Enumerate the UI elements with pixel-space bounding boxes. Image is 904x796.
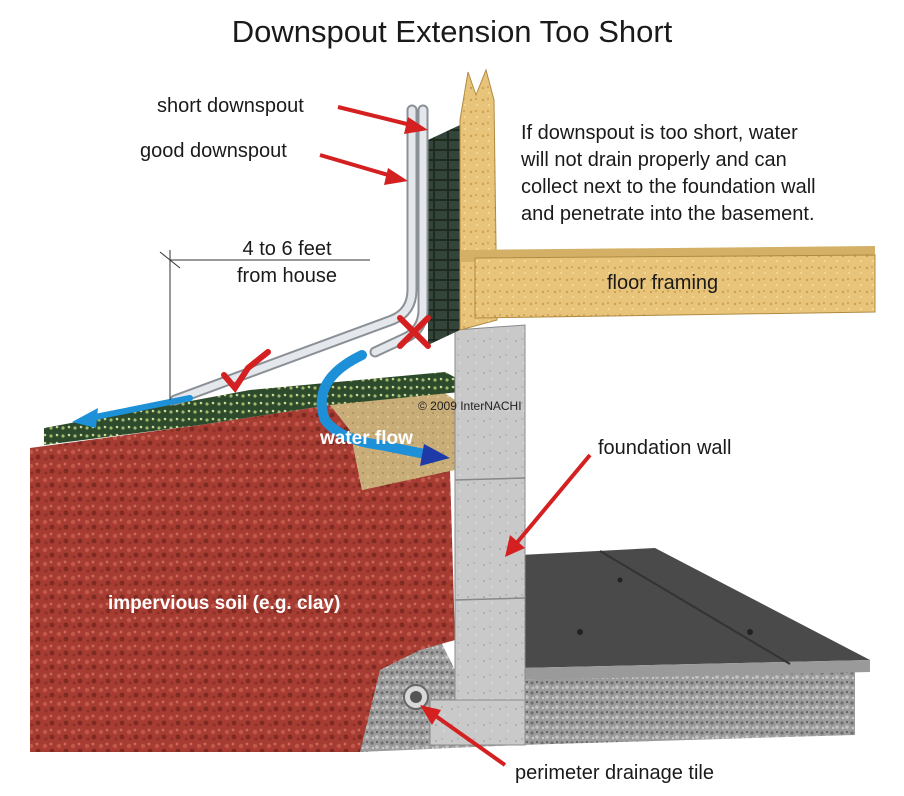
good-downspout-label: good downspout — [140, 140, 287, 162]
short-downspout-label: short downspout — [157, 95, 304, 117]
note-line: collect next to the foundation wall — [521, 176, 816, 198]
note-line: and penetrate into the basement. — [521, 203, 815, 225]
check-mark-icon — [221, 349, 271, 394]
note-line: will not drain properly and can — [521, 149, 787, 171]
water-flow-arrow — [316, 350, 435, 460]
copyright-text: © 2009 InterNACHI — [418, 399, 522, 413]
water-flow-label: water flow — [320, 428, 413, 449]
foundation-wall-label: foundation wall — [598, 437, 732, 459]
impervious-soil-label: impervious soil (e.g. clay) — [108, 593, 341, 614]
pointer-arrows — [319, 105, 592, 767]
distance-label: 4 to 6 feet from house — [237, 236, 337, 290]
water-runoff-arrow — [87, 395, 193, 421]
x-mark-icon — [397, 315, 431, 349]
distance-line-1: 4 to 6 feet — [242, 238, 332, 260]
clay-soil — [30, 405, 455, 752]
note-line: If downspout is too short, water — [521, 122, 798, 144]
perimeter-drainage-tile-label: perimeter drainage tile — [515, 762, 714, 784]
foundation-wall-shape — [454, 324, 526, 746]
siding — [428, 125, 460, 345]
grass-surface — [44, 372, 460, 445]
floor-joist — [474, 254, 876, 319]
floor-framing-label: floor framing — [607, 272, 719, 294]
diagram-title: Downspout Extension Too Short — [231, 14, 673, 49]
distance-line-2: from house — [237, 265, 338, 287]
explanation-note: If downspout is too short, water will no… — [521, 120, 816, 228]
